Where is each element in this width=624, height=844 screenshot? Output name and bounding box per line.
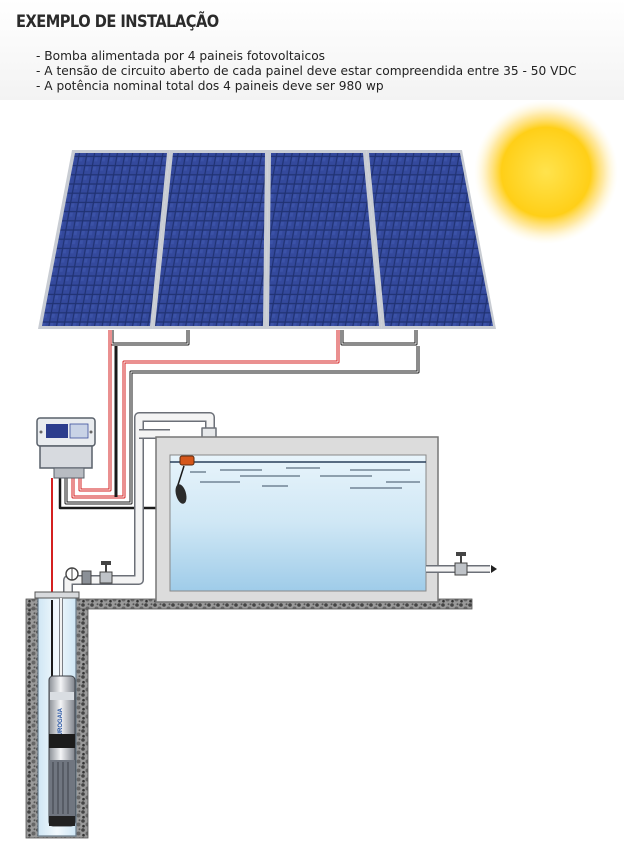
delivery-pipe bbox=[63, 412, 217, 594]
note-item: - A tensão de circuito aberto de cada pa… bbox=[36, 64, 577, 78]
note-item: - Bomba alimentada por 4 paineis fotovol… bbox=[36, 49, 326, 63]
valve-icon bbox=[65, 561, 113, 585]
submersible-pump: FUTUROGAIA bbox=[48, 675, 76, 827]
float-switch-icon bbox=[175, 455, 195, 504]
pump-controller bbox=[36, 417, 96, 479]
note-item: - A potência nominal total dos 4 paineis… bbox=[36, 79, 384, 93]
sun-icon bbox=[474, 100, 618, 244]
outlet-arrow-icon bbox=[491, 565, 497, 573]
pump-brand-label: FUTUROGAIA bbox=[58, 707, 64, 748]
water-tank bbox=[155, 436, 497, 603]
solar-panel-array bbox=[38, 150, 496, 329]
header-band bbox=[0, 0, 624, 100]
notes-list: - Bomba alimentada por 4 paineis fotovol… bbox=[36, 49, 576, 94]
panel-wiring bbox=[58, 330, 420, 510]
page-title: EXEMPLO DE INSTALAÇÃO bbox=[16, 12, 219, 32]
